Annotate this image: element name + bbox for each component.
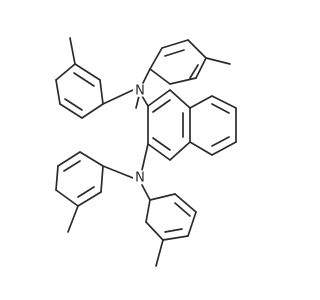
bond (141, 68, 151, 86)
bond (81, 103, 104, 119)
bond (152, 99, 171, 113)
methyl-bond (69, 37, 76, 65)
bond (195, 57, 207, 79)
bond (64, 98, 83, 111)
bond (55, 189, 79, 207)
bond (211, 141, 237, 156)
bond (141, 184, 151, 201)
bond (145, 199, 151, 223)
bond (187, 211, 197, 237)
bond (211, 136, 230, 147)
atom-label-n: N (135, 171, 145, 186)
bond (55, 63, 76, 81)
atom-n-upper: N (133, 83, 147, 99)
bond (74, 63, 101, 81)
bond (189, 141, 213, 156)
bond (161, 39, 189, 49)
bond (147, 89, 171, 107)
bond (100, 165, 104, 193)
bond (149, 47, 163, 70)
bond (211, 103, 230, 114)
bond (141, 95, 149, 107)
bond (77, 186, 95, 198)
bond (55, 165, 59, 191)
lower-amine (55, 143, 197, 267)
methyl-bond (205, 57, 231, 65)
bond (145, 221, 164, 241)
bond (77, 191, 102, 207)
bond (174, 193, 197, 213)
bond (164, 228, 183, 233)
bond (149, 68, 171, 85)
bond (102, 89, 134, 105)
bond (162, 235, 189, 241)
bond (63, 160, 81, 172)
bond (152, 137, 171, 151)
bond (174, 202, 191, 217)
bond (147, 143, 171, 161)
bond (149, 193, 176, 201)
bond (57, 151, 81, 167)
bond (141, 143, 149, 171)
bond (187, 39, 207, 59)
bond (189, 95, 213, 109)
bond (189, 64, 199, 79)
bond (99, 79, 104, 105)
bond (169, 141, 191, 161)
upper-amine (55, 37, 231, 119)
bond (169, 89, 191, 109)
atom-label-n: N (135, 84, 145, 99)
methyl-bond (155, 239, 164, 267)
bond (169, 77, 197, 85)
bond (73, 72, 95, 87)
atom-n-lower: N (133, 170, 147, 186)
methyl-bond (67, 205, 79, 233)
structure-diagram: N N (55, 37, 237, 267)
bond (79, 151, 104, 167)
bond (102, 165, 134, 179)
bond (59, 103, 83, 119)
bond (135, 95, 140, 109)
bond (164, 49, 185, 57)
bond (55, 79, 61, 105)
bond (211, 95, 237, 109)
naphthalene-core (135, 89, 237, 161)
